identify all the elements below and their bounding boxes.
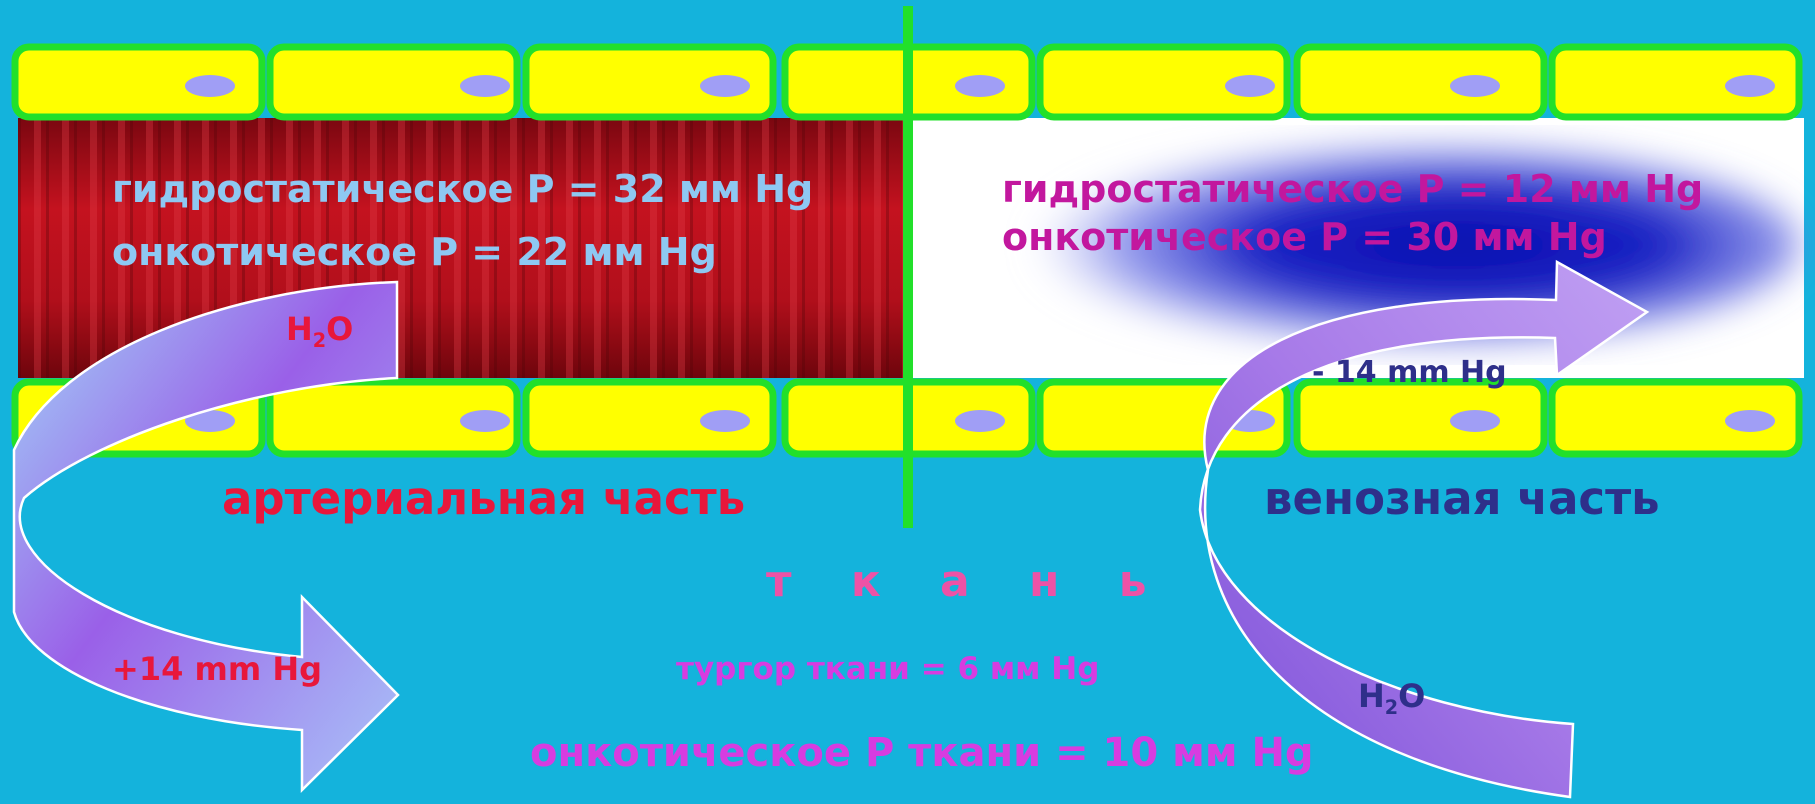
endothelial-cell [266, 378, 521, 458]
arterial-oncotic-pressure: онкотическое Р = 22 мм Hg [112, 230, 717, 274]
cell-nucleus [1225, 75, 1275, 97]
endothelial-cell [1548, 43, 1803, 121]
endothelial-cell [522, 378, 777, 458]
venous-part-label: венозная часть [1264, 472, 1660, 525]
venous-net-pressure: - 14 mm Hg [1312, 355, 1507, 390]
tissue-oncotic-pressure: онкотическое Р ткани = 10 мм Hg [530, 730, 1314, 776]
venous-hydrostatic-pressure: гидростатическое Р = 12 мм Hg [1002, 167, 1704, 211]
arterial-net-pressure: +14 mm Hg [112, 650, 322, 688]
cell-nucleus [700, 410, 750, 432]
endothelial-cell [1293, 378, 1548, 458]
water-subscript: 2 [1384, 695, 1399, 719]
cell-nucleus [955, 75, 1005, 97]
cell-nucleus [460, 410, 510, 432]
cell-nucleus [1725, 75, 1775, 97]
water-h: H [286, 310, 313, 348]
endothelial-cell [1548, 378, 1803, 458]
reabsorption-arrow [1198, 259, 1650, 799]
water-subscript: 2 [312, 328, 327, 352]
endothelial-cell [522, 43, 777, 121]
cell-nucleus [1725, 410, 1775, 432]
venous-oncotic-pressure: онкотическое Р = 30 мм Hg [1002, 215, 1607, 259]
arterial-venous-divider [903, 6, 913, 528]
cell-nucleus [1450, 410, 1500, 432]
vessel-lumen [18, 118, 1804, 378]
water-label-venous: H2O [1358, 677, 1426, 719]
cell-nucleus [955, 410, 1005, 432]
tissue-label: т к а н ь [766, 556, 1169, 607]
cell-nucleus [700, 75, 750, 97]
cell-nucleus [1450, 75, 1500, 97]
water-label-arterial: H2O [286, 310, 354, 352]
arterial-hydrostatic-pressure: гидростатическое Р = 32 мм Hg [112, 167, 814, 211]
top-endothelial-row [11, 43, 1803, 121]
arterial-part-label: артериальная часть [222, 472, 746, 525]
cell-nucleus [185, 75, 235, 97]
cell-nucleus [185, 410, 235, 432]
endothelial-cell [1036, 43, 1291, 121]
water-o: O [326, 310, 354, 348]
water-h: H [1358, 677, 1385, 715]
water-o: O [1398, 677, 1426, 715]
filtration-arrow [12, 280, 400, 793]
endothelial-cell [11, 43, 266, 121]
cell-nucleus [460, 75, 510, 97]
endothelial-cell [1293, 43, 1548, 121]
tissue-turgor-pressure: тургор ткани = 6 мм Hg [676, 651, 1100, 687]
endothelial-cell [266, 43, 521, 121]
